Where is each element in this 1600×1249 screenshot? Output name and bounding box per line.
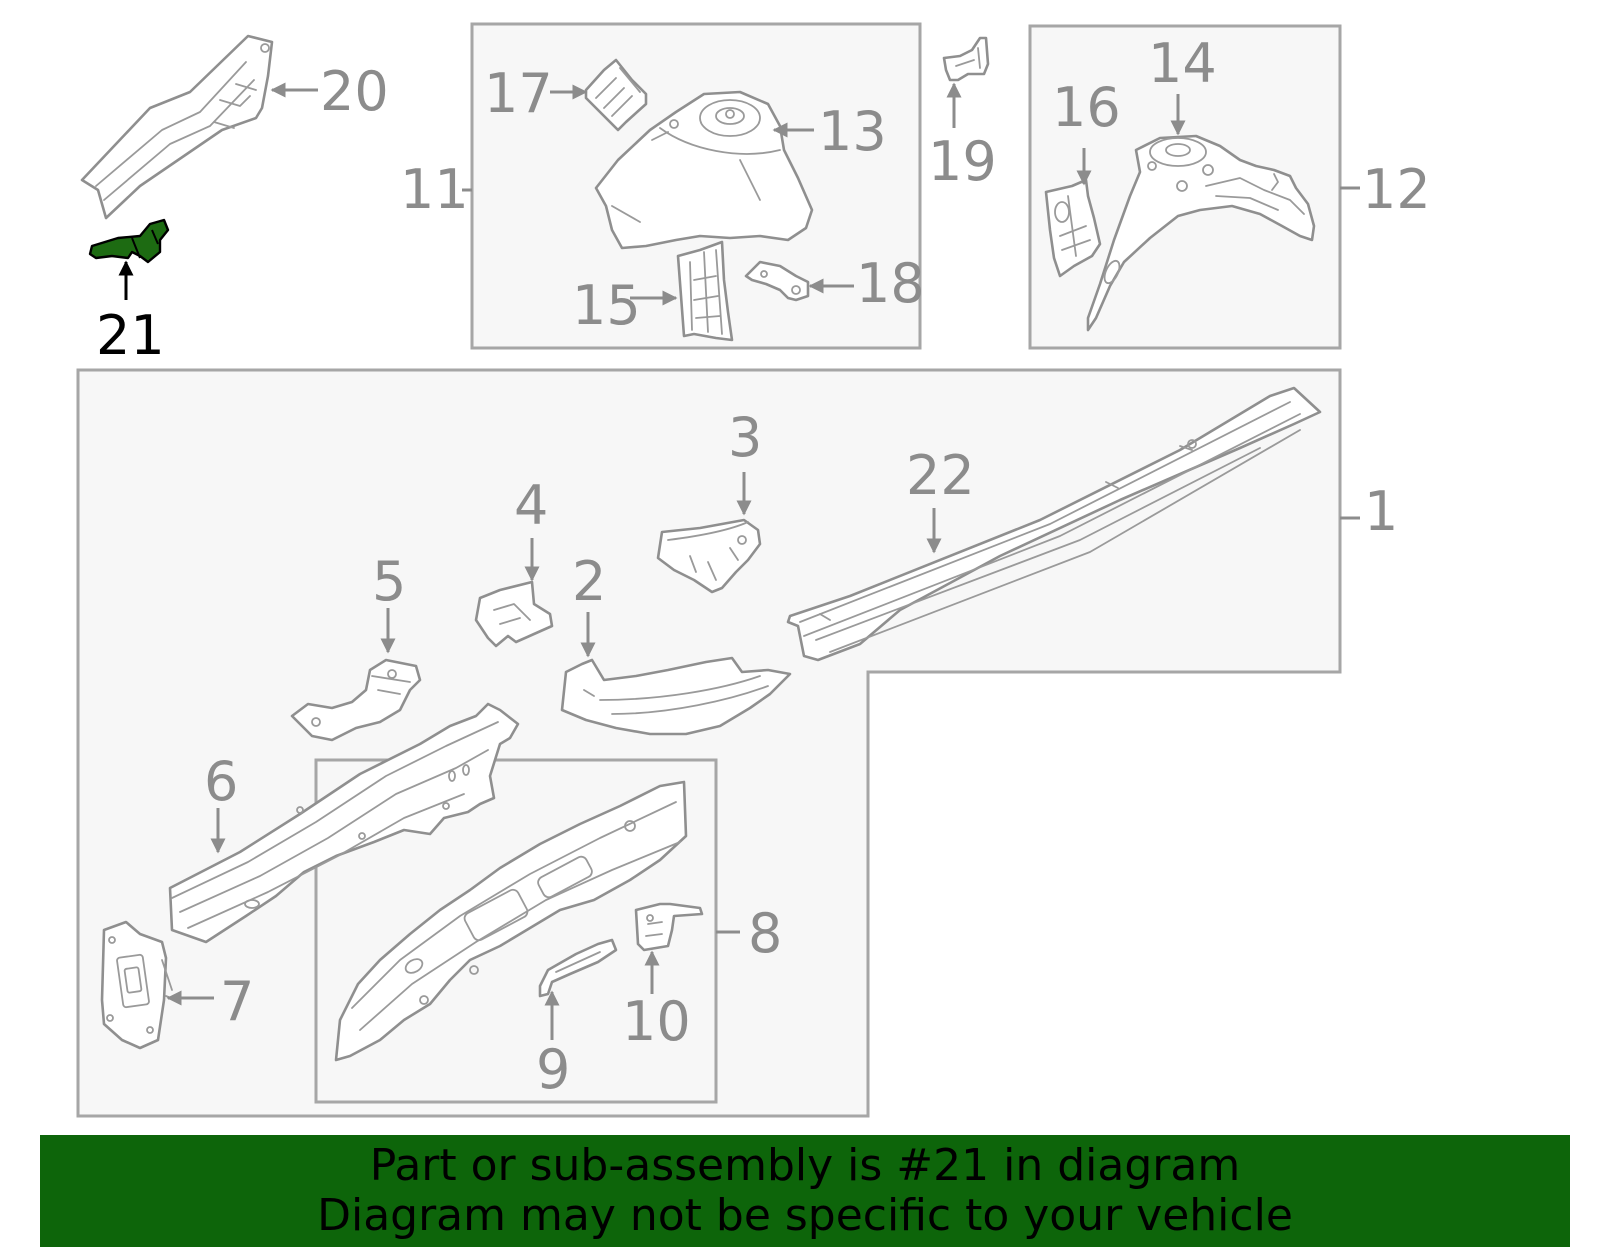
part-5-bracket[interactable]	[290, 658, 422, 742]
banner-line-1: Part or sub-assembly is #21 in diagram	[369, 1140, 1241, 1191]
part-4-bracket[interactable]	[474, 580, 554, 648]
part-2-wheelhouse[interactable]	[560, 656, 792, 736]
callout-9: 9	[536, 1038, 570, 1101]
callout-12: 12	[1362, 158, 1431, 221]
part-22-side-rail[interactable]	[786, 386, 1322, 662]
callout-11: 11	[400, 158, 469, 221]
part-7-crash-box[interactable]	[100, 920, 177, 1050]
callout-labels: 20 21 17 13 11 15 18 19 16 14 12 3 22 1 …	[96, 32, 1431, 1101]
part-17-bracket[interactable]	[584, 58, 648, 132]
part-21-bracket-highlighted[interactable]	[88, 218, 170, 264]
part-3-bracket[interactable]	[656, 518, 762, 594]
part-8-front-rail-inner[interactable]	[334, 780, 688, 1062]
part-14-strut-tower[interactable]	[1086, 134, 1316, 332]
callout-18: 18	[856, 252, 925, 315]
part-6-front-rail[interactable]	[168, 702, 520, 944]
callout-5: 5	[372, 550, 406, 613]
callout-8: 8	[748, 902, 782, 965]
callout-15: 15	[572, 274, 641, 337]
callout-1: 1	[1364, 480, 1398, 543]
part-10-bracket[interactable]	[634, 902, 704, 952]
part-18-bracket[interactable]	[744, 260, 810, 302]
callout-20: 20	[320, 60, 389, 123]
part-13-strut-tower[interactable]	[594, 90, 814, 250]
callout-6: 6	[204, 750, 238, 813]
callout-21: 21	[96, 304, 165, 367]
callout-10: 10	[622, 990, 691, 1053]
callout-4: 4	[514, 474, 548, 537]
part-20-rail[interactable]	[80, 34, 274, 220]
banner-line-2: Diagram may not be specific to your vehi…	[317, 1190, 1293, 1241]
callout-3: 3	[728, 406, 762, 469]
callout-7: 7	[220, 970, 254, 1033]
callout-2: 2	[572, 550, 606, 613]
callout-14: 14	[1148, 32, 1217, 95]
callout-13: 13	[818, 100, 887, 163]
callout-17: 17	[484, 62, 553, 125]
callout-16: 16	[1052, 76, 1121, 139]
callout-19: 19	[928, 130, 997, 193]
part-19-bracket[interactable]	[942, 36, 990, 82]
callout-22: 22	[906, 444, 975, 507]
part-15-reinforcement[interactable]	[676, 240, 734, 342]
leader-lines	[118, 82, 1360, 1040]
info-banner: Part or sub-assembly is #21 in diagram D…	[40, 1135, 1570, 1247]
